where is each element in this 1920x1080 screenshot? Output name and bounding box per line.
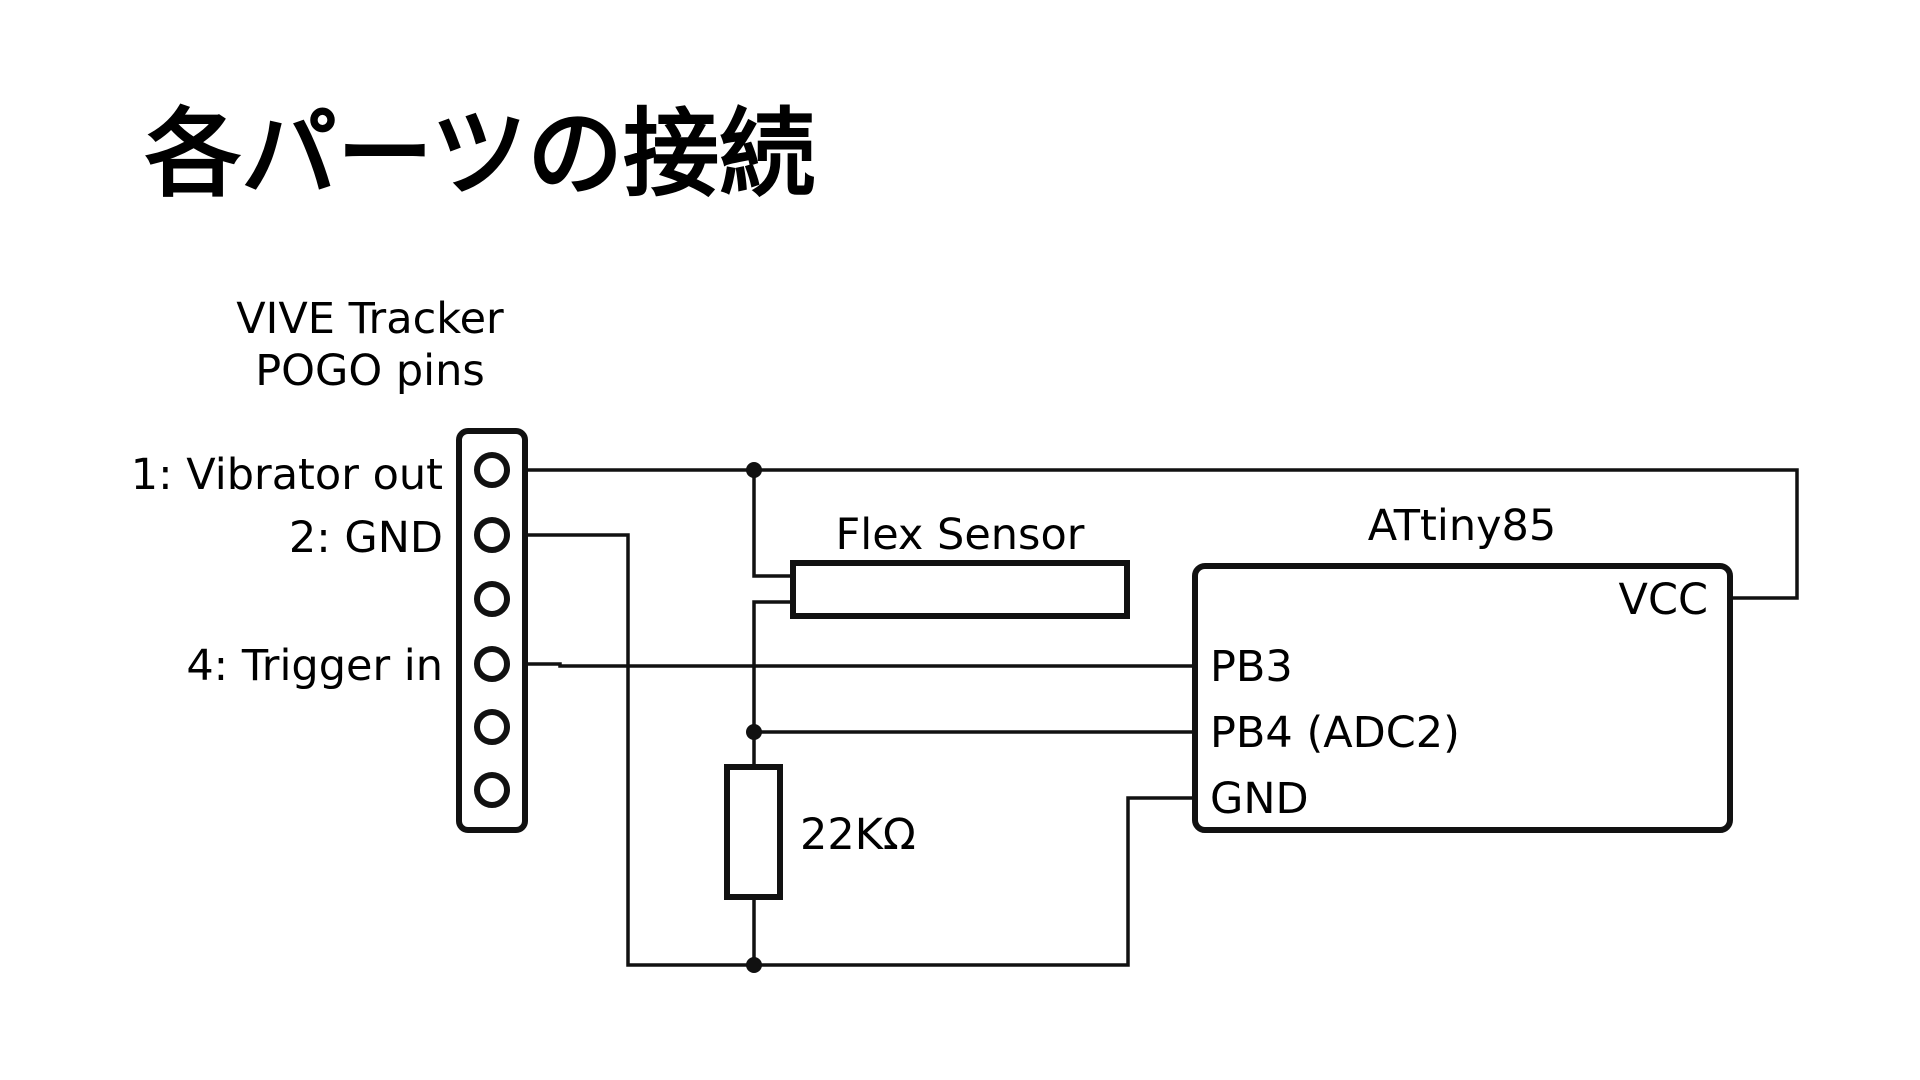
wire-vibrator-to-vcc	[512, 468, 1799, 600]
chip-name-label: ATtiny85	[1368, 501, 1557, 551]
pogo-pin-3	[474, 581, 510, 617]
pogo-pin-2	[474, 517, 510, 553]
wire-flex-to-adc-node	[752, 600, 795, 768]
junction-dot-gnd	[746, 957, 762, 973]
junction-dot-adc	[746, 724, 762, 740]
junction-dot-vcc	[746, 462, 762, 478]
pogo-pin-1	[474, 452, 510, 488]
pogo-pin-4	[474, 646, 510, 682]
chip-pin-pb4: PB4 (ADC2)	[1210, 708, 1460, 758]
chip-pin-gnd: GND	[1210, 774, 1309, 824]
attiny85-chip	[1192, 563, 1733, 833]
pin-label-4: 4: Trigger in	[186, 641, 443, 691]
wire-trigger-to-pb3	[512, 662, 1196, 668]
wire-junction-to-flex-top	[752, 470, 795, 578]
tracker-heading-line2: POGO pins	[255, 346, 485, 396]
chip-pin-vcc: VCC	[1619, 575, 1708, 625]
flex-sensor-label: Flex Sensor	[836, 510, 1085, 560]
tracker-heading-line1: VIVE Tracker	[236, 294, 504, 344]
pogo-pin-6	[474, 772, 510, 808]
pin-label-1: 1: Vibrator out	[131, 450, 443, 500]
pin-label-2: 2: GND	[289, 513, 443, 563]
pogo-pin-header	[456, 428, 528, 833]
resistor-label: 22KΩ	[800, 810, 916, 860]
resistor-22k	[724, 764, 783, 900]
chip-pin-pb3: PB3	[1210, 642, 1293, 692]
page-title: 各パーツの接続	[145, 98, 815, 210]
pogo-pin-5	[474, 709, 510, 745]
wire-gnd-rail	[512, 533, 1196, 967]
flex-sensor	[790, 560, 1130, 619]
